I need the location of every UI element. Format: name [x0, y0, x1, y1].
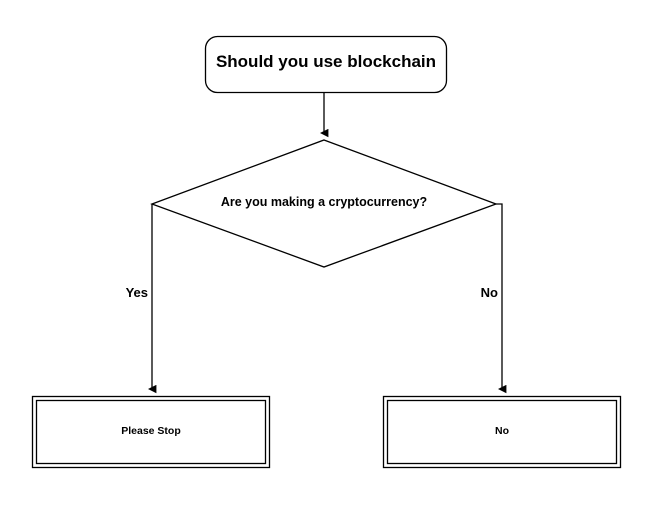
edge-decision-to-right [496, 203, 507, 394]
start-node-shape[interactable] [204, 35, 448, 94]
terminal-left-inner-border [35, 399, 267, 465]
decision-node-shape[interactable] [150, 139, 498, 268]
terminal-right-inner-border [386, 399, 618, 465]
